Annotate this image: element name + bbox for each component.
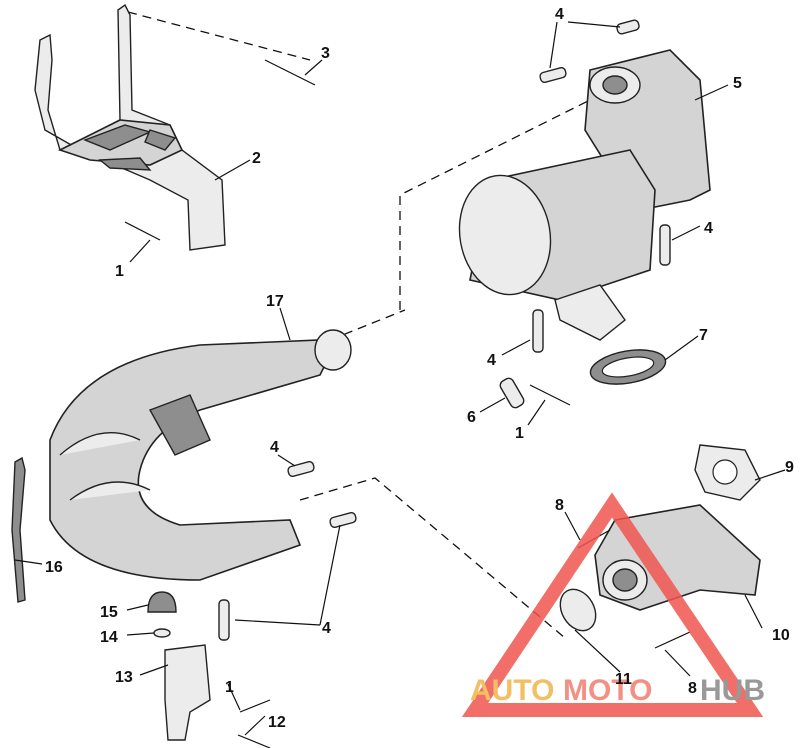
watermark-triangle — [461, 492, 764, 717]
callout-label: 6 — [467, 409, 476, 426]
springs — [218, 19, 671, 641]
callout-label: 4 — [322, 620, 331, 637]
watermark-text-hub: HUB — [700, 674, 765, 707]
washer — [153, 628, 171, 638]
exhaust-sleeve — [559, 588, 597, 632]
automotohub-watermark: AUTO MOTO HUB — [461, 492, 765, 717]
callout-label: 11 — [615, 671, 632, 688]
callout-label: 2 — [252, 150, 261, 167]
gasket-ring — [589, 349, 667, 385]
callout-label: 4 — [555, 6, 564, 23]
callout-label: 4 — [704, 220, 713, 237]
callout-label: 16 — [45, 559, 63, 576]
callout-label: 5 — [733, 75, 742, 92]
callout-label: 7 — [699, 327, 708, 344]
muffler-canister — [458, 149, 656, 341]
flange-gasket — [694, 444, 761, 501]
callout-label: 13 — [115, 669, 133, 686]
callout-leaders — [14, 21, 786, 736]
callout-labels: 1 2 3 4 5 4 17 7 4 6 1 4 9 8 16 15 14 4 … — [45, 6, 794, 731]
callout-label: 12 — [268, 714, 286, 731]
callout-label: 1 — [515, 425, 524, 442]
callout-label: 8 — [688, 680, 697, 697]
callout-label: 1 — [115, 263, 124, 280]
callout-label: 10 — [772, 627, 790, 644]
mounting-bracket — [34, 3, 226, 251]
callout-label: 4 — [487, 352, 496, 369]
spring-clip — [499, 377, 525, 409]
callout-label: 17 — [266, 293, 284, 310]
callout-label: 9 — [785, 459, 794, 476]
lower-bracket — [164, 644, 211, 741]
callout-label: 15 — [100, 604, 118, 621]
callout-label: 8 — [555, 497, 564, 514]
callout-label: 3 — [321, 45, 330, 62]
expansion-chamber — [49, 329, 352, 581]
damper-cap — [147, 591, 177, 613]
retaining-strap — [11, 456, 26, 603]
callout-label: 1 — [225, 679, 234, 696]
watermark-text-auto: AUTO — [470, 674, 554, 707]
assembly-dashed-lines — [127, 11, 591, 639]
callout-label: 14 — [100, 629, 118, 646]
callout-label: 4 — [270, 439, 279, 456]
watermark-text-moto: MOTO — [563, 674, 652, 707]
